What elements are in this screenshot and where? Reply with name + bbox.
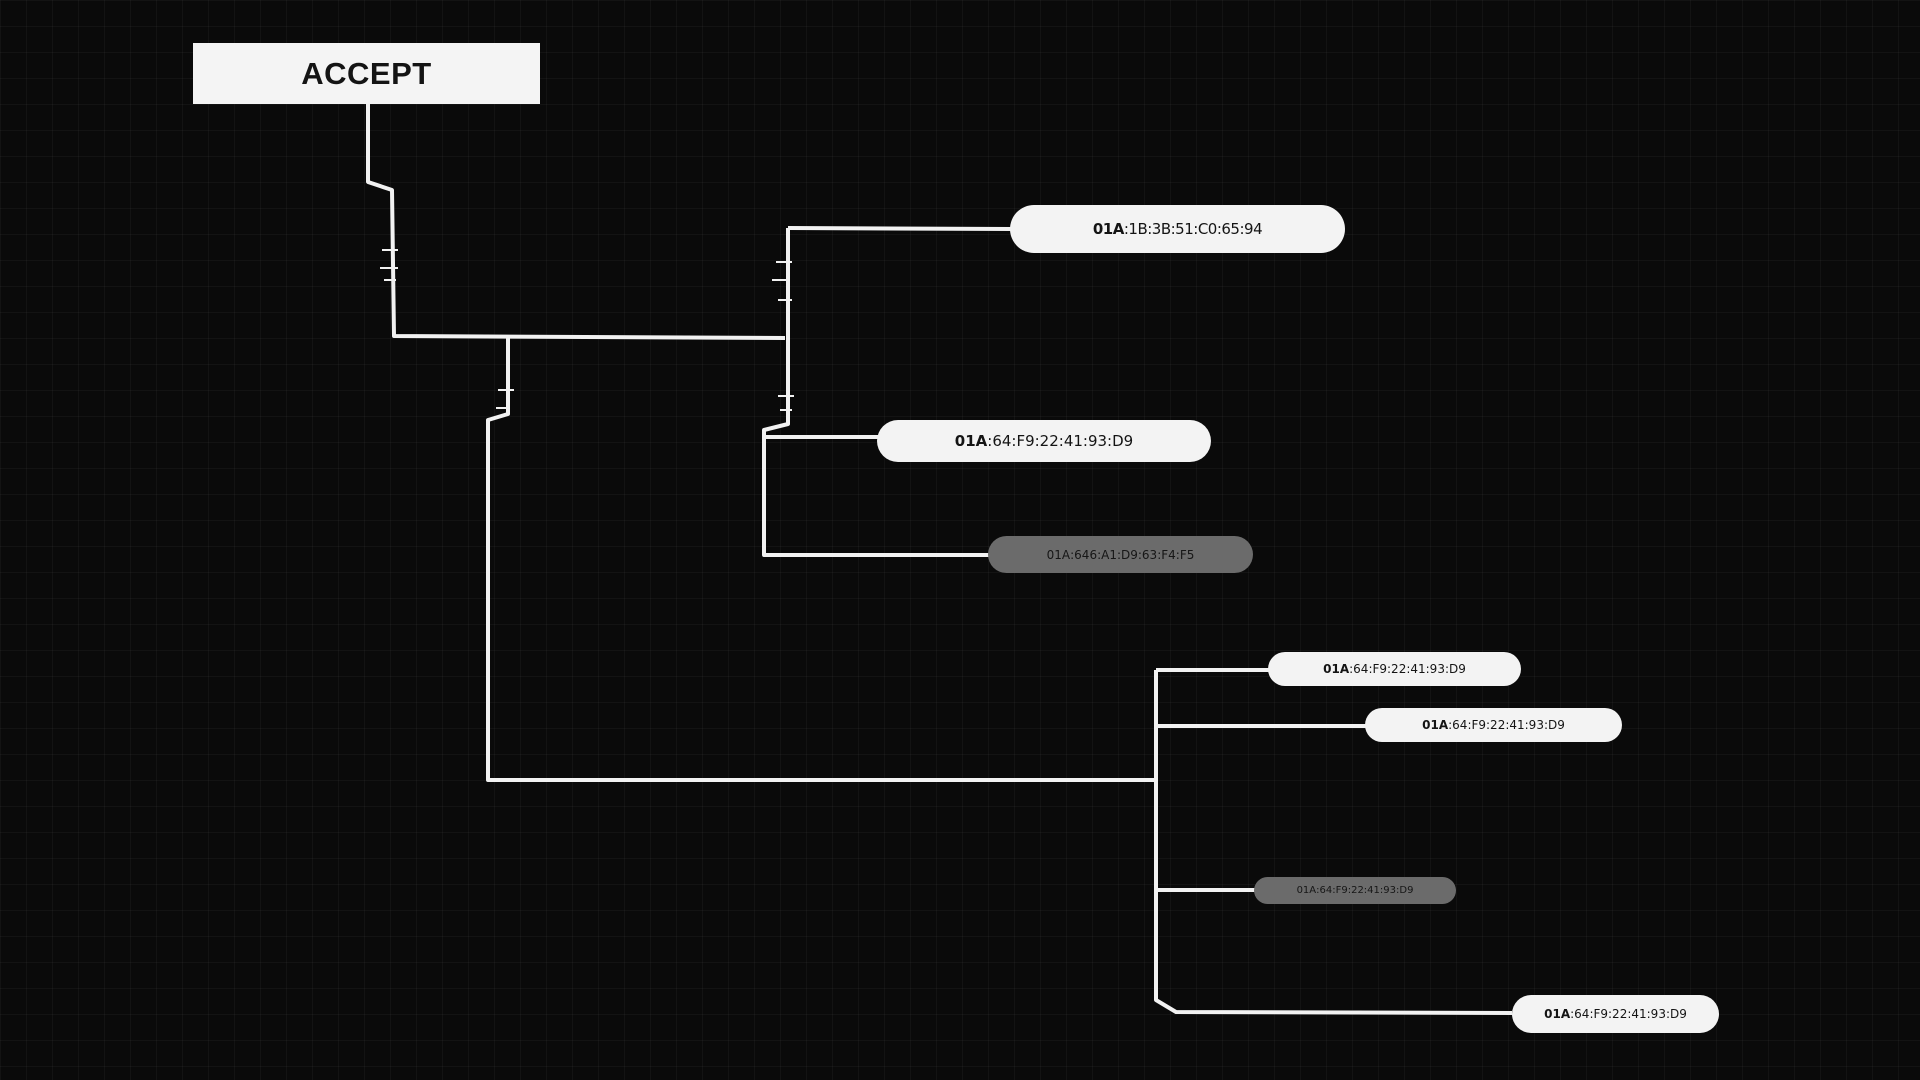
mac-node-dim[interactable]: 01A:646:A1:D9:63:F4:F5	[988, 536, 1253, 573]
mac-prefix: 01A	[1323, 662, 1350, 676]
mac-suffix: :64:F9:22:41:93:D9	[1448, 718, 1565, 732]
mac-prefix: 01A	[1422, 718, 1449, 732]
mac-suffix: :64:F9:22:41:93:D9	[987, 432, 1134, 450]
mac-node[interactable]: 01A:64:F9:22:41:93:D9	[877, 420, 1211, 462]
connector-main-trunk	[486, 338, 1158, 782]
mac-node[interactable]: 01A:64:F9:22:41:93:D9	[1365, 708, 1622, 742]
connector-upper-trunk	[762, 228, 990, 557]
mac-suffix: :646:A1:D9:63:F4:F5	[1070, 547, 1195, 562]
mac-node-glitched[interactable]: 01A:64:F9:22:41:93:D9	[1512, 995, 1719, 1033]
accept-root-node[interactable]: ACCEPT	[193, 43, 540, 104]
mac-node-dim[interactable]: 01A:64:F9:22:41:93:D9	[1254, 877, 1456, 904]
mac-prefix: 01A	[1046, 547, 1071, 562]
connector-n1	[787, 226, 1013, 231]
accept-label: ACCEPT	[301, 55, 432, 91]
mac-prefix: 01A	[1092, 220, 1124, 238]
mac-suffix: :1B:3B:51:C0:65:94	[1123, 220, 1263, 238]
connector-root	[366, 104, 786, 340]
mac-suffix: :64:F9:22:41:93:D9	[1570, 1007, 1687, 1021]
mac-prefix: 01A	[954, 432, 988, 450]
mac-suffix: :64:F9:22:41:93:D9	[1316, 885, 1414, 896]
mac-node[interactable]: 01A:64:F9:22:41:93:D9	[1268, 652, 1521, 686]
mac-prefix: 01A	[1296, 885, 1317, 896]
mac-node[interactable]: 01A:1B:3B:51:C0:65:94	[1010, 205, 1345, 253]
mac-prefix: 01A	[1544, 1007, 1571, 1021]
mac-suffix: :64:F9:22:41:93:D9	[1349, 662, 1466, 676]
connector-lower-trunk	[1154, 670, 1513, 1015]
